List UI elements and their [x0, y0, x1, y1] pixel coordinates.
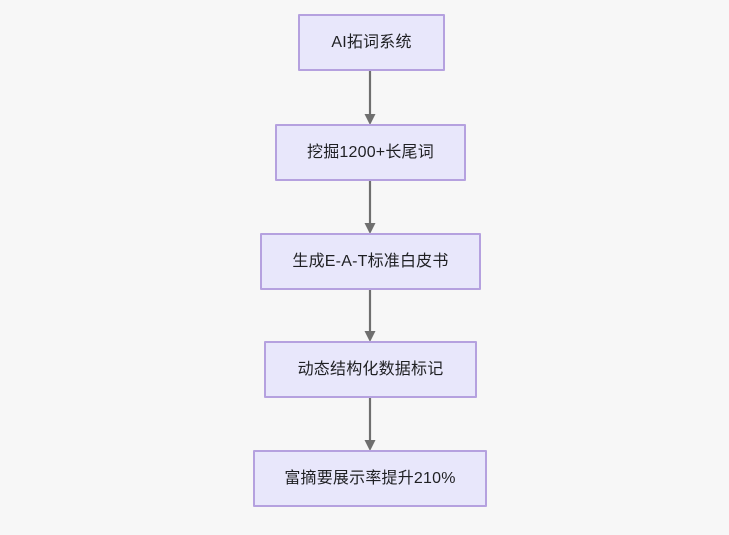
arrowhead-icon: [364, 223, 376, 234]
flow-node-label: 生成E-A-T标准白皮书: [292, 252, 449, 270]
edge-node1-node2: [364, 71, 376, 125]
flow-node-label: 挖掘1200+长尾词: [307, 143, 434, 161]
edge-node4-node5: [364, 398, 376, 451]
flow-node-label: 富摘要展示率提升210%: [284, 469, 456, 487]
flow-node-mine-longtail-keywords[interactable]: 挖掘1200+长尾词: [275, 124, 466, 181]
arrowhead-icon: [364, 114, 376, 125]
arrowhead-icon: [364, 331, 376, 342]
flow-node-generate-eat-whitepaper[interactable]: 生成E-A-T标准白皮书: [260, 233, 481, 290]
flow-node-ai-keyword-system[interactable]: AI拓词系统: [298, 14, 445, 71]
flow-node-dynamic-structured-data-markup[interactable]: 动态结构化数据标记: [264, 341, 477, 398]
flow-node-rich-snippet-impression-uplift[interactable]: 富摘要展示率提升210%: [253, 450, 487, 507]
flow-node-label: AI拓词系统: [331, 33, 412, 51]
edge-node3-node4: [364, 290, 376, 342]
flow-node-label: 动态结构化数据标记: [297, 360, 444, 378]
arrowhead-icon: [364, 440, 376, 451]
edge-node2-node3: [364, 181, 376, 234]
